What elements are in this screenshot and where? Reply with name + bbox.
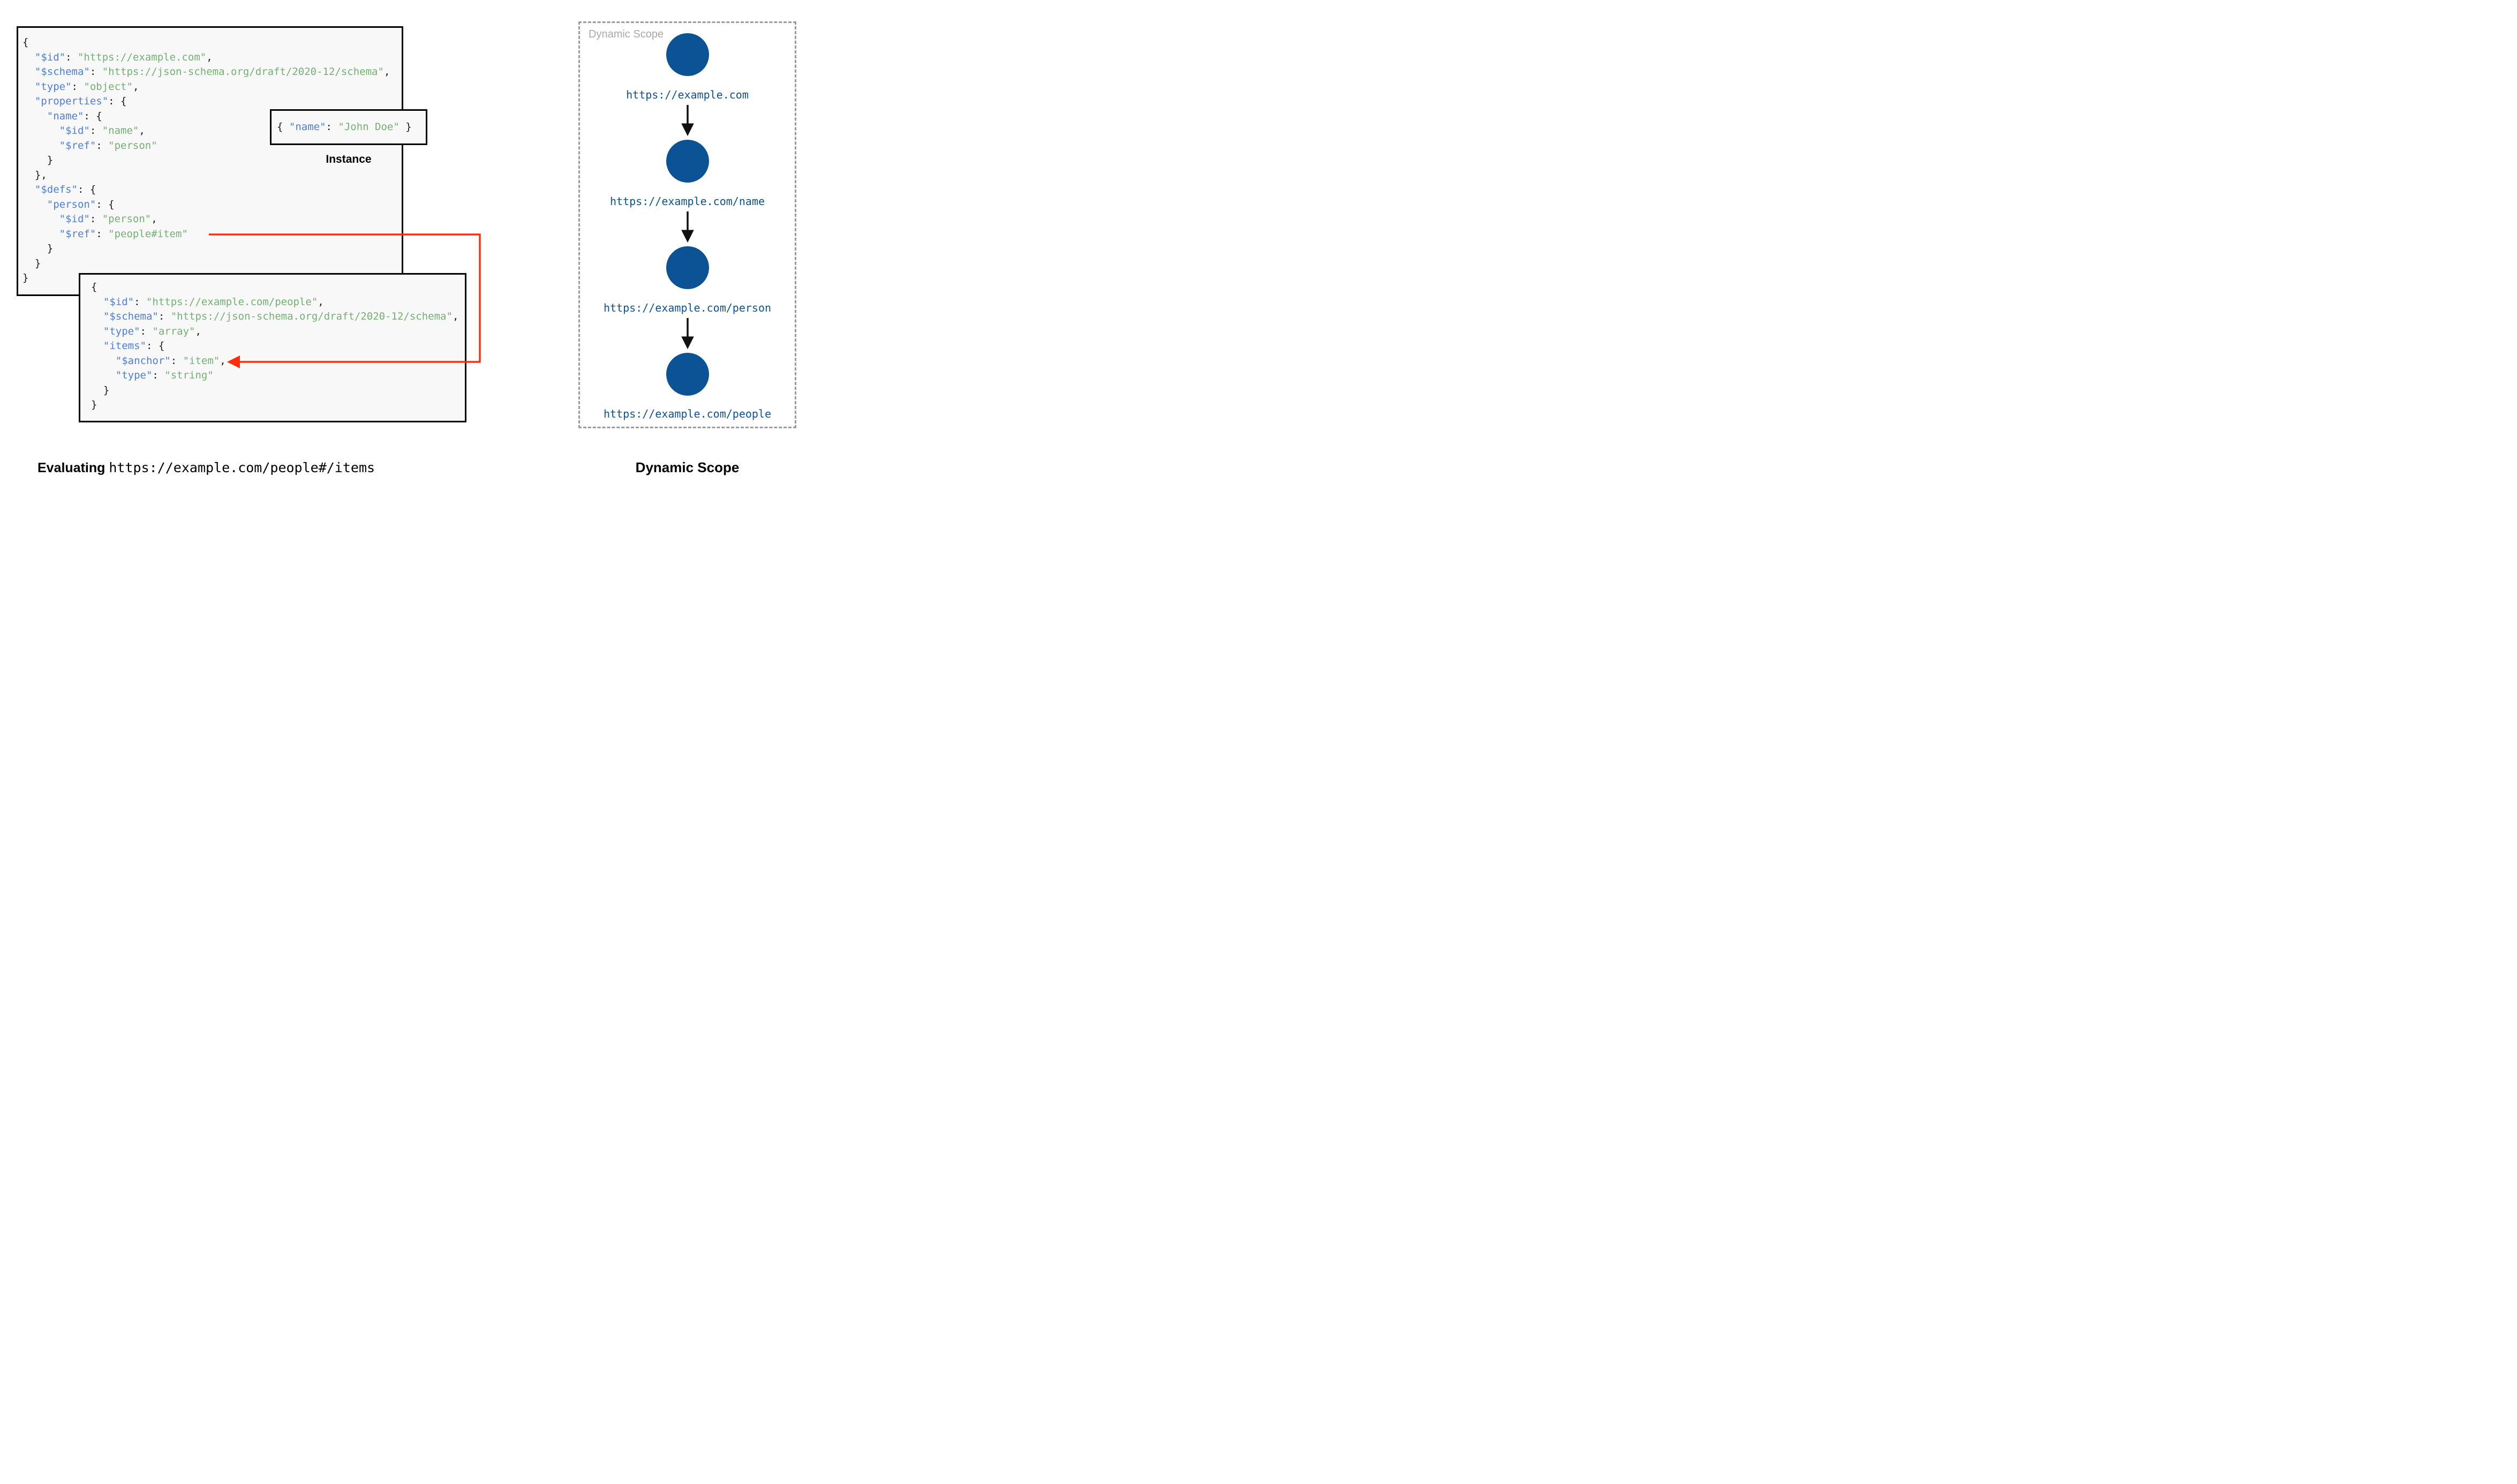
dynamic-scope-caption: Dynamic Scope — [635, 459, 740, 475]
evaluating-caption-prefix: Evaluating — [37, 460, 109, 475]
instance-code: { "name": "John Doe" } — [277, 120, 412, 133]
scope-node-circle-icon — [666, 33, 709, 76]
scope-watermark-label: Dynamic Scope — [589, 28, 664, 40]
instance-box: { "name": "John Doe" } — [270, 109, 427, 145]
scope-node-url: https://example.com/person — [603, 301, 772, 314]
schema-b-box: { "$id": "https://example.com/people", "… — [79, 273, 466, 422]
scope-node-url: https://example.com — [626, 88, 749, 101]
diagram-canvas: { "$id": "https://example.com", "$schema… — [0, 0, 839, 495]
scope-node-circle-icon — [666, 140, 709, 183]
schema-b-code: { "$id": "https://example.com/people", "… — [91, 281, 459, 411]
scope-node-url: https://example.com/name — [610, 195, 765, 208]
evaluating-caption: Evaluating https://example.com/people#/i… — [37, 460, 375, 476]
scope-node-circle-icon — [666, 246, 709, 289]
schema-a-code: { "$id": "https://example.com", "$schema… — [22, 36, 390, 284]
scope-node-circle-icon — [666, 353, 709, 396]
instance-label: Instance — [326, 153, 372, 165]
dynamic-scope-box: Dynamic Scope https://example.com https:… — [578, 21, 796, 428]
scope-node-url: https://example.com/people — [603, 407, 772, 420]
evaluating-caption-uri: https://example.com/people#/items — [109, 460, 375, 475]
